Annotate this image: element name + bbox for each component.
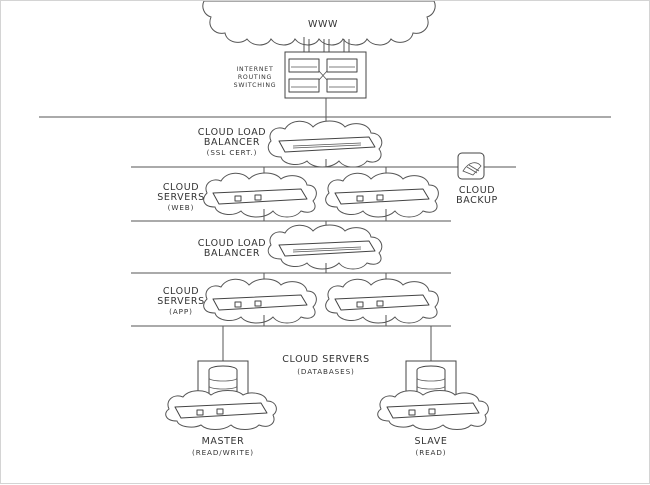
backup-label-line-1: CLOUD (459, 185, 495, 196)
lb2-label-line-2: BALANCER (204, 248, 260, 259)
lb2-label-line-1: CLOUD LOAD (198, 238, 266, 249)
database-tier-label: CLOUD SERVERS (DATABASES) (282, 354, 369, 376)
app-label-sub: (APP) (169, 307, 193, 316)
load-balancer-ssl (267, 120, 383, 168)
internet-label: WWW (308, 19, 338, 30)
routing-label-line-3: SWITCHING (234, 82, 277, 89)
db-tier-sub: (DATABASES) (297, 367, 355, 376)
routing-label-line-2: ROUTING (238, 74, 272, 81)
lb1-label-line-2: BALANCER (204, 137, 260, 148)
web-label-sub: (WEB) (168, 203, 195, 212)
app-label-line-1: CLOUD (163, 286, 199, 297)
load-balancer-internal (267, 224, 383, 270)
app-server-1 (203, 278, 317, 324)
master-label: MASTER (202, 436, 245, 447)
internet-cloud-shape (202, 1, 436, 46)
lb1-label-line-1: CLOUD LOAD (198, 127, 266, 138)
slave-database: SLAVE (READ) (377, 360, 489, 457)
web-server-2 (325, 172, 439, 218)
web-server-1 (203, 172, 317, 218)
app-server-2 (325, 278, 439, 324)
app-servers-label: CLOUD SERVERS (APP) (157, 286, 204, 316)
routing-label-line-1: INTERNET (236, 66, 273, 73)
db-tier-title: CLOUD SERVERS (282, 354, 369, 365)
web-label-line-1: CLOUD (163, 182, 199, 193)
app-label-line-2: SERVERS (157, 296, 204, 307)
master-sub: (READ/WRITE) (192, 448, 254, 457)
slave-sub: (READ) (416, 448, 447, 457)
slave-label: SLAVE (415, 436, 448, 447)
backup-label-line-2: BACKUP (456, 195, 498, 206)
cloud-backup: CLOUD BACKUP (456, 152, 498, 206)
lb1-label-sub: (SSL CERT.) (207, 148, 258, 157)
web-servers-label: CLOUD SERVERS (WEB) (157, 182, 204, 212)
router-switch (284, 51, 367, 99)
lb2-label: CLOUD LOAD BALANCER (198, 238, 266, 259)
web-label-line-2: SERVERS (157, 192, 204, 203)
lb1-label: CLOUD LOAD BALANCER (SSL CERT.) (198, 127, 266, 157)
internet-cloud: WWW (202, 1, 436, 46)
master-database: MASTER (READ/WRITE) (165, 360, 277, 457)
routing-label: INTERNET ROUTING SWITCHING (234, 66, 277, 89)
